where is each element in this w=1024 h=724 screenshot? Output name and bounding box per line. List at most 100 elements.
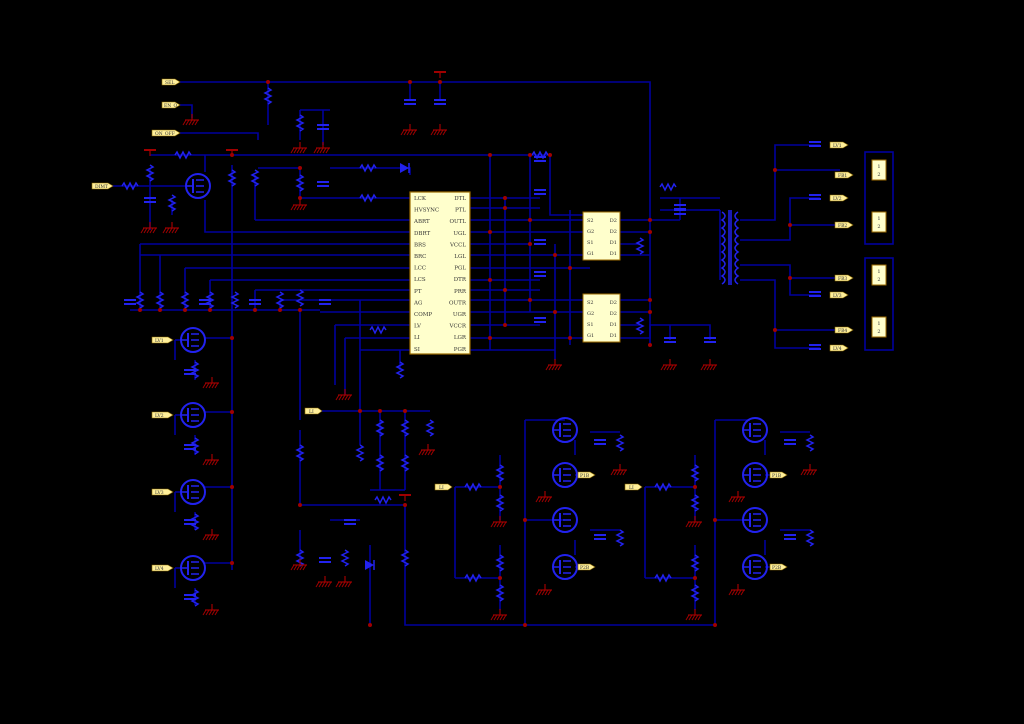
capacitor-symbol [319,299,331,305]
ground-symbol [202,454,219,466]
resistor-symbol [205,291,215,309]
connector-pin-label: 2 [877,277,880,283]
net-label-lv1: LV1 [151,336,174,344]
junction-dot [183,308,187,312]
junction-dot [788,223,792,227]
junction-dot [158,308,162,312]
junction-dot [403,503,407,507]
resistor-symbol [654,573,672,583]
junction-dot [230,485,234,489]
junction-dot [503,288,507,292]
ic-pin-label: VCCR [448,324,466,330]
transistor-symbol [180,479,206,505]
junction-dot [298,166,302,170]
svg-text:LV4: LV4 [155,566,164,572]
ic-pin-label: UGL [453,231,466,237]
resistor-symbol [230,291,240,309]
ground-symbol [400,124,417,136]
resistor-symbol [375,419,385,437]
capacitor-symbol [184,369,196,375]
net-label-lv2: LV2 [151,411,174,419]
resistor-symbol [495,584,505,602]
junction-dot [298,196,302,200]
resistor-symbol [690,494,700,512]
junction-dot [523,623,527,627]
ic-pin-label: OUTR [449,300,467,306]
svg-text:LV2: LV2 [833,196,842,202]
capacitor-symbol [434,99,446,105]
resistor-symbol [659,182,677,192]
transistor-symbol [552,554,578,580]
resistor-symbol [145,164,155,182]
resistor-symbol [400,549,410,567]
junction-dot [648,218,652,222]
ground-symbol [728,584,745,596]
ic-pin-label: OUTL [450,219,467,225]
chip-pin-label: S1 [587,240,594,246]
capacitor-symbol [809,194,821,200]
junction-dot [528,242,532,246]
ground-symbol [430,124,447,136]
junction-dot [488,230,492,234]
junction-dot [230,561,234,565]
ground-symbol [660,359,677,371]
transistor-symbol [180,402,206,428]
transistor-symbol [742,462,768,488]
junction-dot [528,298,532,302]
capacitor-symbol [809,344,821,350]
junction-dot [503,196,507,200]
chip-pin-label: S2 [587,300,594,306]
resistor-symbol [359,193,377,203]
chip-pin-label: D1 [610,322,617,328]
resistor-symbol [395,361,405,379]
svg-text:ON_OFF: ON_OFF [155,131,175,137]
connector-pin-label: 1 [877,269,880,275]
junction-dot [528,153,532,157]
connector-pin-label: 1 [877,164,880,170]
svg-text:LI: LI [309,409,314,415]
resistor-symbol [495,554,505,572]
svg-text:LV3: LV3 [833,293,842,299]
capacitor-symbol [184,519,196,525]
resistor-symbol [495,494,505,512]
junction-dot [230,410,234,414]
resistor-symbol [190,513,200,531]
svg-text:P2B: P2B [580,565,590,571]
chip-pin-label: G2 [587,311,594,317]
svg-text:DIMT: DIMT [95,184,108,190]
junction-dot [568,336,572,340]
svg-text:P2B: P2B [772,565,782,571]
capacitor-symbol [184,444,196,450]
ic-pin-label: LI [414,335,420,341]
capacitor-symbol [534,271,546,277]
ground-symbol [418,444,435,456]
resistor-symbol [805,529,815,547]
junction-dot [648,310,652,314]
junction-dot [208,308,212,312]
ground-symbol [140,222,157,234]
svg-text:LV3: LV3 [155,490,164,496]
net-label-on-off: ON_OFF [151,129,181,137]
resistor-symbol [295,549,305,567]
ic-pin-label: HVSYNC [414,208,439,214]
junction-dot [648,343,652,347]
transistor-symbol [742,507,768,533]
ground-symbol [202,377,219,389]
ground-symbol [202,529,219,541]
chip-pin-label: S2 [587,218,594,224]
chip-pin-label: D1 [610,251,617,257]
ic-pin-label: DTL [454,196,466,202]
ic-pin-label: PT [414,289,422,295]
junction-dot [713,518,717,522]
svg-text:FB1: FB1 [838,173,847,179]
connector-pin-label: 1 [877,216,880,222]
capacitor-symbol [344,519,356,525]
resistor-symbol [250,169,260,187]
controller-ic: LCKHVSYNCABRTDBRTBRSBRCLCCLCSPTAGCOMPLVL… [409,191,471,355]
junction-dot [298,308,302,312]
net-label-li-c: LI [624,483,643,491]
svg-text:FB4: FB4 [838,328,847,334]
ic-pin-label: PRR [454,289,467,295]
